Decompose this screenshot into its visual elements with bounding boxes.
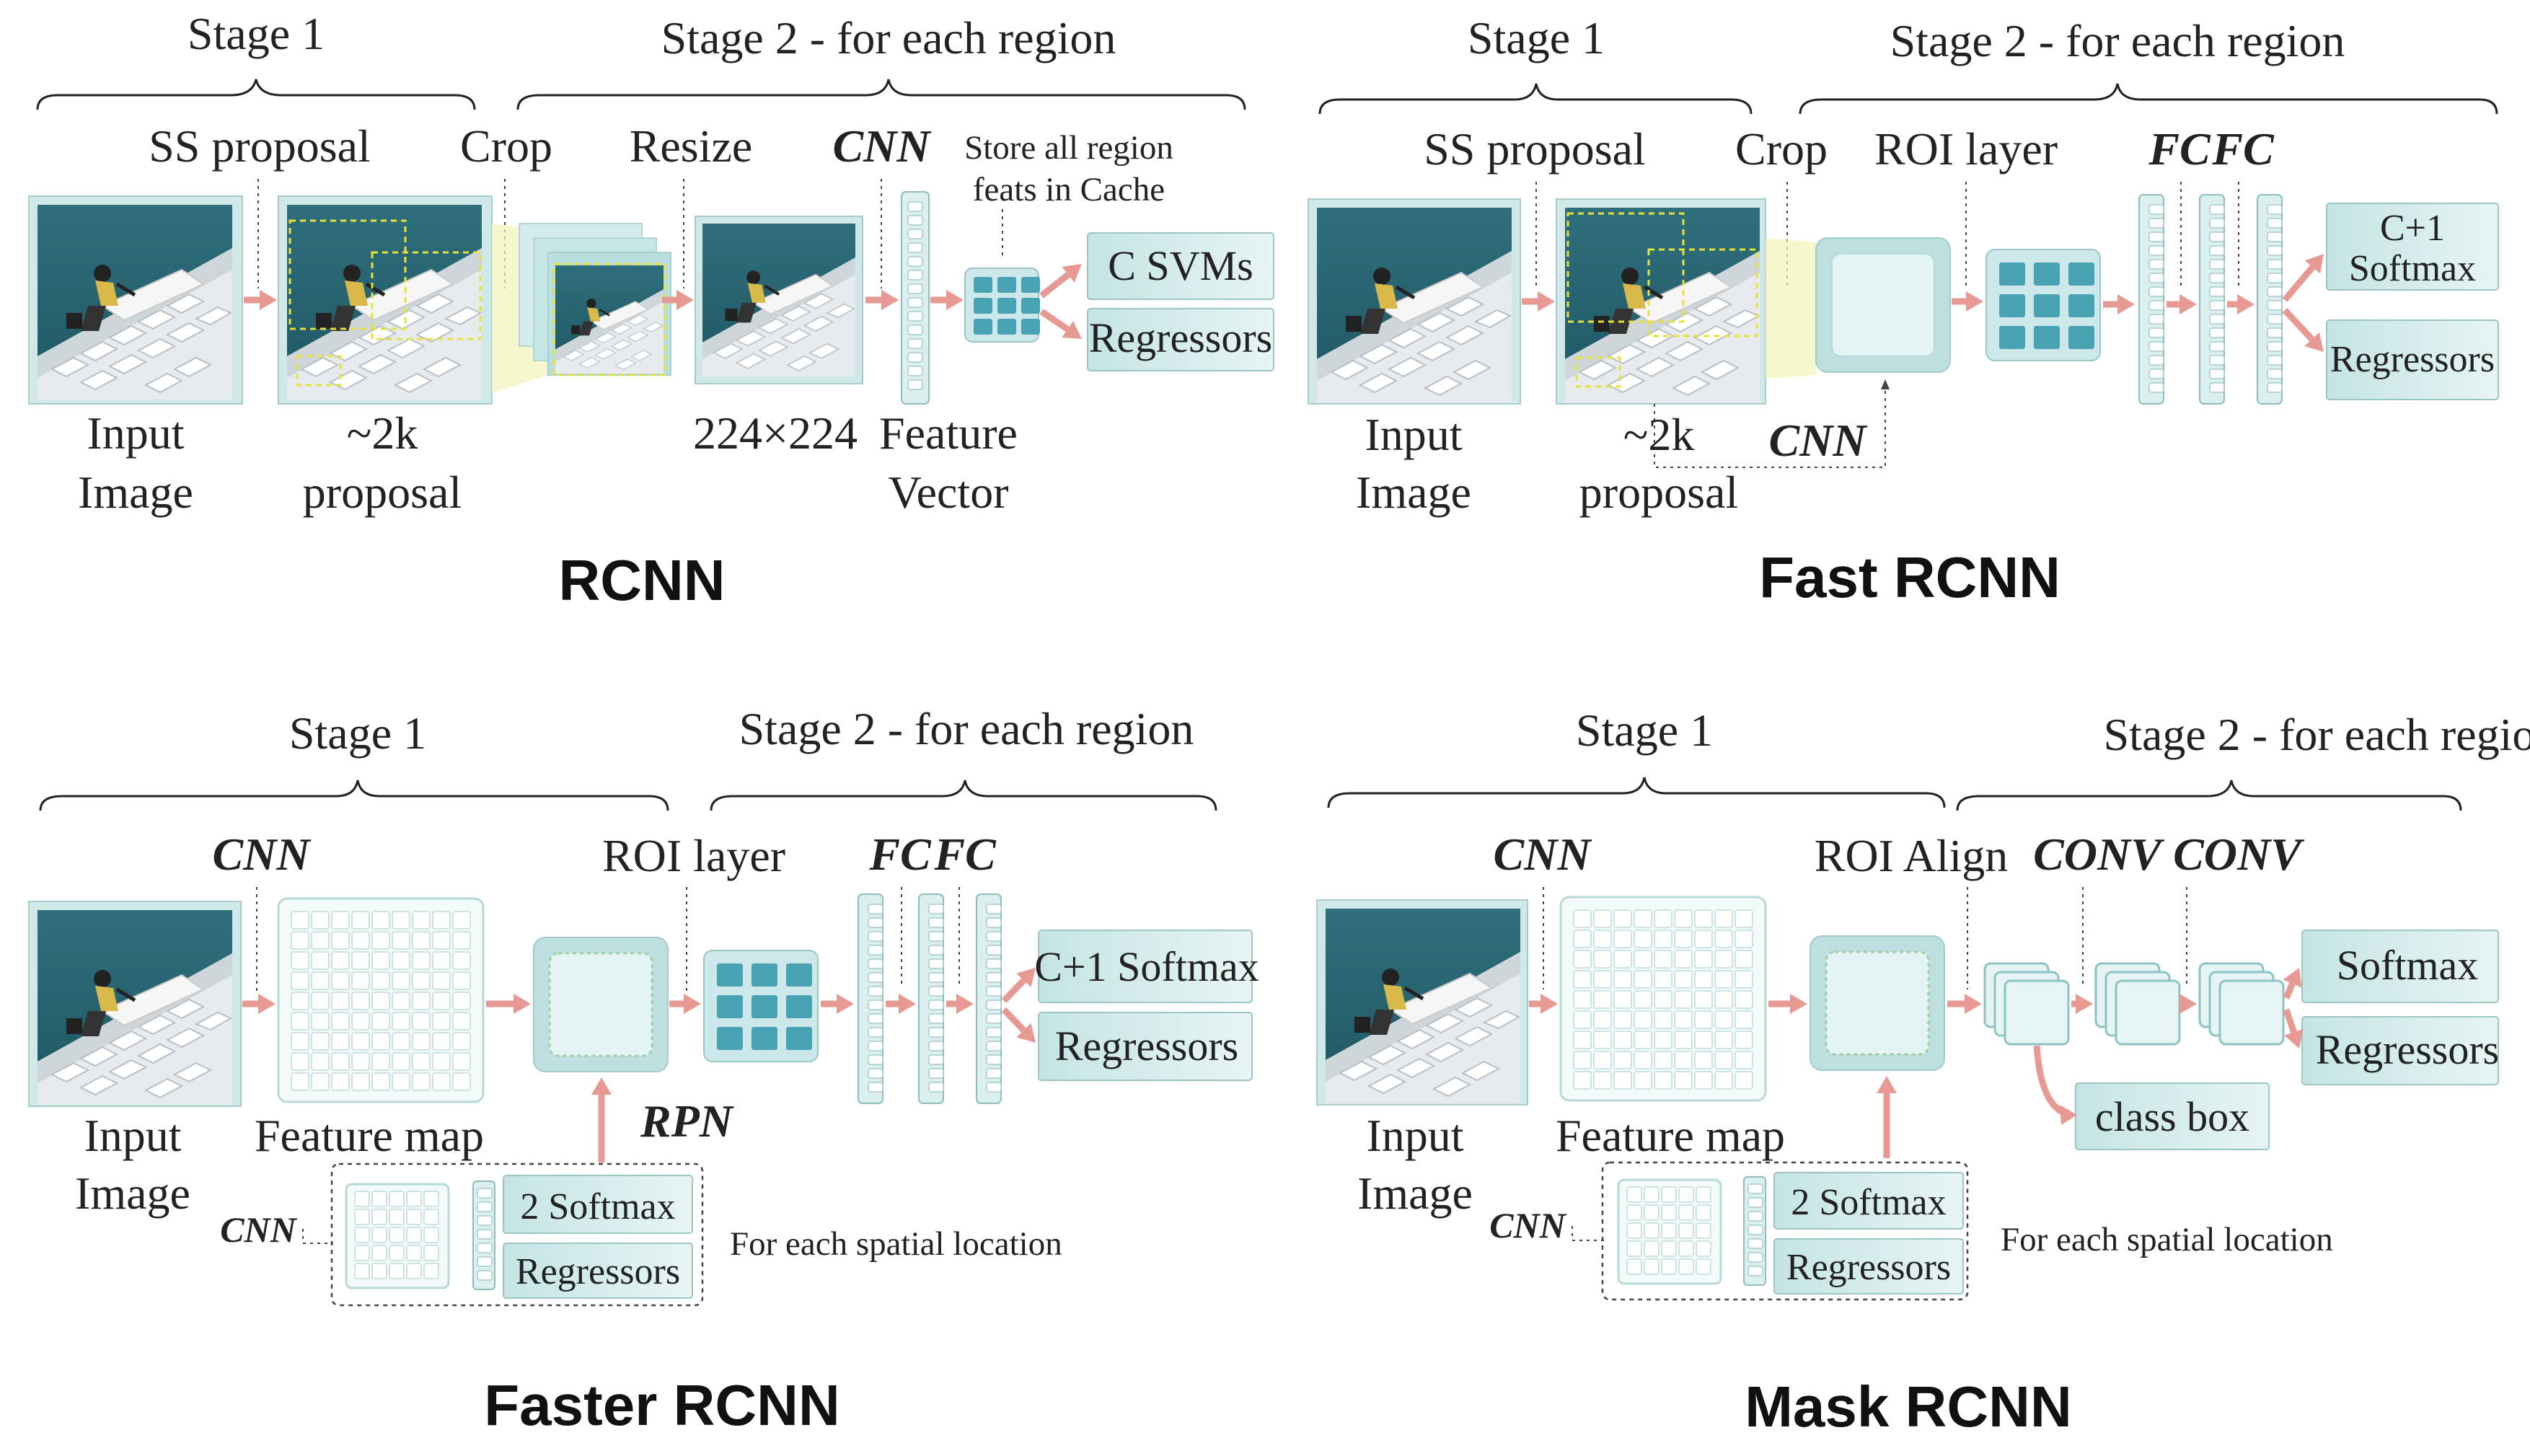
svg-text:class box: class box: [2095, 1093, 2249, 1140]
mask-cnn-label: CNN: [1493, 829, 1592, 880]
faster-rpn-module: 2 Softmax Regressors: [330, 1162, 704, 1307]
rcnn-feature-label-2: Vector: [888, 467, 1008, 518]
mask-conv-stack-3: [2198, 962, 2285, 1046]
faster-rpn-softmax-box: 2 Softmax: [503, 1175, 693, 1234]
rcnn-crop-label: Crop: [460, 120, 552, 172]
faster-stage2-label: Stage 2 - for each region: [739, 703, 1194, 754]
fast-feature-map: [1815, 237, 1951, 373]
fast-input-label-2: Image: [1356, 467, 1471, 518]
fast-fc1-label: FC: [2148, 123, 2211, 175]
faster-regressors-box: Regressors: [1038, 1012, 1253, 1081]
rcnn-input-label-1: Input: [87, 407, 184, 459]
rcnn-ss-proposal-label: SS proposal: [149, 120, 371, 172]
rcnn-svms-box: C SVMs: [1087, 232, 1274, 300]
pink-arrow-icon: [242, 254, 2324, 1162]
svg-text:Regressors: Regressors: [2316, 1026, 2500, 1073]
fast-crop-label: Crop: [1735, 123, 1828, 175]
mask-rcnn-panel: Stage 1 Stage 2 - for each region CNN RO…: [1316, 705, 2530, 1439]
rcnn-cnn-label: CNN: [832, 120, 932, 172]
faster-fc2-label: FC: [933, 829, 997, 880]
svg-text:C+1 Softmax: C+1 Softmax: [1034, 943, 1259, 990]
mask-conv-stack-2: [2094, 962, 2181, 1046]
svg-text:Regressors: Regressors: [2330, 339, 2495, 380]
mask-rpn-softmax-box: 2 Softmax: [1773, 1172, 1964, 1230]
faster-spatial-label: For each spatial location: [730, 1225, 1062, 1263]
svg-text:2 Softmax: 2 Softmax: [520, 1186, 675, 1227]
rcnn-panel: Stage 1 Stage 2 - for each region SS pro…: [28, 8, 1274, 612]
svg-text:2 Softmax: 2 Softmax: [1791, 1182, 1946, 1223]
svg-text:Regressors: Regressors: [1786, 1247, 1951, 1288]
faster-fc1-label: FC: [868, 829, 932, 880]
rcnn-store-label-1: Store all region: [964, 129, 1173, 167]
fast-proposal-label-2: proposal: [1579, 467, 1738, 518]
fast-softmax-box: C+1 Softmax: [2326, 203, 2499, 291]
fast-stage2-label: Stage 2 - for each region: [1890, 15, 2345, 66]
faster-input-label-1: Input: [84, 1110, 181, 1161]
svg-text:C SVMs: C SVMs: [1108, 242, 1253, 289]
mask-spatial-label: For each spatial location: [2001, 1221, 2333, 1258]
faster-cnn-label: CNN: [212, 829, 312, 880]
mask-roi-align-label: ROI Align: [1815, 830, 2008, 881]
rcnn-stage1-brace: [36, 79, 476, 110]
svg-text:Softmax: Softmax: [2337, 942, 2479, 989]
mask-softmax-box: Softmax: [2301, 930, 2499, 1003]
fast-fc2-label: FC: [2211, 123, 2275, 175]
rcnn-proposal-label-1: ~2k: [347, 407, 418, 459]
mask-conv-stack-1: [1983, 962, 2070, 1046]
rcnn-stage2-brace: [516, 79, 1246, 110]
faster-rpn-cnn-label: CNN: [220, 1209, 297, 1250]
faster-stage1-label: Stage 1: [289, 707, 426, 759]
mask-input-label-1: Input: [1366, 1110, 1463, 1161]
svg-text:Regressors: Regressors: [1055, 1023, 1239, 1069]
faster-input-label-2: Image: [75, 1168, 190, 1219]
rcnn-title: RCNN: [558, 548, 725, 612]
rcnn-input-label-2: Image: [78, 467, 193, 518]
faster-rpn-label: RPN: [640, 1095, 735, 1147]
faster-fmap-label: Feature map: [255, 1110, 484, 1161]
rcnn-stage1-label: Stage 1: [188, 8, 325, 59]
rcnn-feature-label-1: Feature: [879, 407, 1018, 459]
mask-fmap-label: Feature map: [1556, 1110, 1785, 1161]
rcnn-stage2-label: Stage 2 - for each region: [661, 12, 1116, 63]
rcnn-store-label-2: feats in Cache: [973, 171, 1165, 208]
fast-title: Fast RCNN: [1759, 545, 2060, 609]
faster-roi-label: ROI layer: [602, 830, 785, 881]
faster-title: Faster RCNN: [484, 1373, 839, 1437]
mask-input-label-2: Image: [1357, 1168, 1473, 1219]
svg-text:Regressors: Regressors: [1089, 314, 1273, 361]
fast-regressors-box: Regressors: [2326, 319, 2499, 400]
mask-regressors-box: Regressors: [2301, 1016, 2500, 1085]
mask-conv2-label: CONV: [2173, 829, 2305, 880]
mask-roi-box: [1810, 935, 1945, 1071]
mask-rpn-cnn-label: CNN: [1489, 1205, 1566, 1245]
rcnn-resize-label: Resize: [630, 120, 753, 172]
mask-stage2-label: Stage 2 - for each region: [2104, 709, 2530, 760]
faster-softmax-box: C+1 Softmax: [1034, 930, 1259, 1003]
mask-rpn-regressors-box: Regressors: [1773, 1238, 1964, 1294]
faster-rcnn-panel: Stage 1 Stage 2 - for each region CNN RO…: [28, 703, 1259, 1437]
fast-roi-label: ROI layer: [1874, 123, 2058, 175]
fast-proposal-label-1: ~2k: [1623, 409, 1695, 460]
keyboard-photo-icon: [38, 205, 232, 400]
svg-text:Regressors: Regressors: [516, 1251, 680, 1292]
svg-text:C+1: C+1: [2380, 208, 2445, 249]
faster-rpn-regressors-box: Regressors: [503, 1243, 693, 1299]
mask-class-box: class box: [2075, 1082, 2270, 1150]
mask-conv1-label: CONV: [2033, 829, 2165, 880]
fast-stage1-label: Stage 1: [1468, 12, 1605, 63]
svg-text:Softmax: Softmax: [2349, 248, 2476, 289]
fast-cnn-label: CNN: [1768, 415, 1868, 466]
mask-stage1-label: Stage 1: [1576, 705, 1713, 756]
rcnn-size-label: 224×224: [693, 407, 858, 459]
faster-roi-box: [533, 937, 669, 1072]
fast-ss-proposal-label: SS proposal: [1424, 123, 1646, 175]
fast-input-label-1: Input: [1365, 409, 1462, 460]
rcnn-regressors-box: Regressors: [1087, 308, 1274, 371]
rcnn-proposal-label-2: proposal: [303, 467, 462, 518]
mask-title: Mask RCNN: [1745, 1375, 2071, 1439]
